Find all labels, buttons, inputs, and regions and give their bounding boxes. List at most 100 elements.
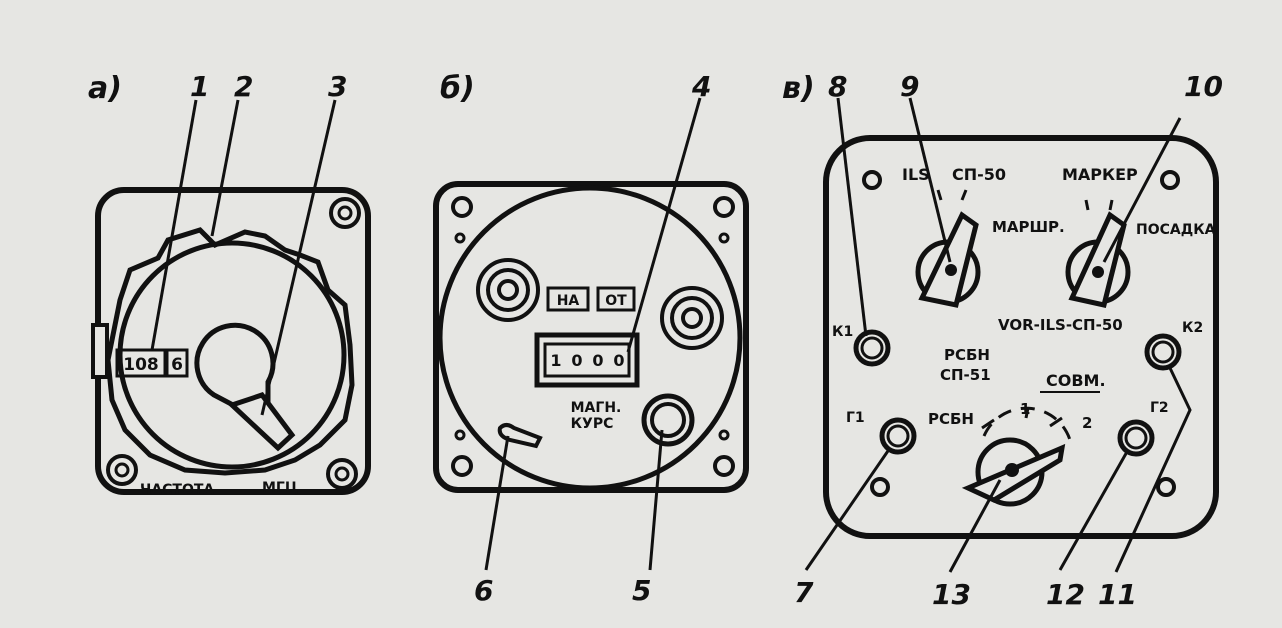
sp50-label: СП-50 xyxy=(952,165,1006,184)
warning-flag-pointer xyxy=(497,423,543,449)
screw-icon xyxy=(334,466,350,482)
rsbn-title-1: РСБН xyxy=(944,346,990,364)
to-flag-text: НА xyxy=(557,293,580,309)
screw-icon xyxy=(862,170,882,190)
leader-line xyxy=(648,429,664,571)
vor-label: VOR-ILS-СП-50 xyxy=(998,316,1123,334)
counter-digit: 0 xyxy=(571,351,582,370)
leader-line xyxy=(1102,117,1182,263)
g1-jack[interactable] xyxy=(886,424,910,448)
screw-icon xyxy=(870,477,890,497)
panel-b-letter: б) xyxy=(440,71,475,106)
mag-course-caption-2: КУРС xyxy=(571,416,614,432)
course-counter xyxy=(534,332,640,388)
screw-icon xyxy=(337,205,353,221)
panel-b: б) НА ОТ 1 0 0 0 МАГН. КУРС xyxy=(433,70,749,607)
g1-label: Г1 xyxy=(846,410,865,426)
leader-line xyxy=(1058,449,1130,571)
from-flag xyxy=(596,286,636,312)
leader-line xyxy=(908,97,952,263)
course-set-knob[interactable] xyxy=(641,393,695,447)
screw-icon xyxy=(329,197,361,229)
screw-icon xyxy=(713,455,735,477)
sovm-label: СОВМ. xyxy=(1046,371,1106,390)
mode-switch-pivot xyxy=(945,264,957,276)
frequency-dial xyxy=(117,240,347,470)
callout-10: 10 xyxy=(1184,70,1223,103)
leader-line xyxy=(150,99,198,351)
rsbn-selector-pivot xyxy=(1005,463,1019,477)
callout-7: 7 xyxy=(794,576,814,609)
k2-label: К2 xyxy=(1182,320,1203,336)
freq-digits: 108 xyxy=(123,355,159,375)
connector-left xyxy=(476,258,540,322)
screw-icon xyxy=(451,196,473,218)
tick-mark xyxy=(1084,199,1090,211)
leader-line xyxy=(836,97,868,337)
g2-label: Г2 xyxy=(1150,400,1169,416)
callout-4: 4 xyxy=(691,70,711,103)
tuning-knob-pointer xyxy=(227,392,296,452)
leader-line xyxy=(260,99,337,416)
connector-left xyxy=(486,268,530,312)
screw-icon xyxy=(106,454,138,486)
g1-jack[interactable] xyxy=(879,417,917,455)
panel-a: а) 108 6 ЧАСТОТА МГЦ 1 2 3 xyxy=(88,70,371,498)
screw-icon xyxy=(1160,170,1180,190)
leader-line xyxy=(210,99,240,237)
callout-1: 1 xyxy=(190,70,209,103)
callout-12: 12 xyxy=(1046,578,1085,611)
course-set-knob[interactable] xyxy=(650,402,686,438)
k2-jack[interactable] xyxy=(1151,340,1175,364)
rsbn-title-2: СП-51 xyxy=(940,366,991,384)
tick-mark xyxy=(1108,199,1114,211)
pos-rsbn-label: РСБН xyxy=(928,410,974,428)
freq-decimal: 6 xyxy=(171,355,183,375)
counter-digit: 0 xyxy=(613,351,624,370)
screw-icon xyxy=(451,455,473,477)
panel-c: в) ILS СП-50 МАРКЕР МАРШР. ПОСАДКА VOR-I… xyxy=(782,70,1223,611)
callout-13: 13 xyxy=(932,578,971,611)
freq-caption-left: ЧАСТОТА xyxy=(140,482,214,498)
course-counter-window xyxy=(543,342,631,378)
g2-jack[interactable] xyxy=(1124,426,1148,450)
tick-mark xyxy=(936,189,943,201)
marker-label: МАРКЕР xyxy=(1062,165,1138,184)
pos-2-label: 2 xyxy=(1082,414,1092,432)
tick-mark xyxy=(960,189,968,201)
freq-window-decimal xyxy=(165,348,189,378)
rivet-icon xyxy=(718,429,730,441)
g2-jack[interactable] xyxy=(1117,419,1155,457)
k1-label: К1 xyxy=(832,324,853,340)
k2-jack[interactable] xyxy=(1144,333,1182,371)
leader-line xyxy=(948,479,1002,573)
side-tab xyxy=(91,323,109,379)
rivet-icon xyxy=(454,429,466,441)
callout-11: 11 xyxy=(1098,578,1137,611)
marker-switch-pivot xyxy=(1092,266,1104,278)
screw-icon xyxy=(713,196,735,218)
counter-digits: 1 0 0 0 xyxy=(550,351,624,370)
freq-window-digits xyxy=(115,348,167,378)
k1-jack[interactable] xyxy=(860,336,884,360)
leader-line xyxy=(804,447,892,571)
frequency-knob-ring xyxy=(105,227,355,476)
k1-jack[interactable] xyxy=(853,329,891,367)
from-flag-text: ОТ xyxy=(605,293,627,309)
selector-arc xyxy=(982,406,1072,441)
course-indicator-dial xyxy=(437,185,743,491)
callout-3: 3 xyxy=(328,70,347,103)
rivet-icon xyxy=(454,232,466,244)
screw-icon xyxy=(1156,477,1176,497)
leader-line xyxy=(626,97,702,353)
marker-switch-lever[interactable] xyxy=(1068,211,1127,308)
callout-8: 8 xyxy=(828,70,847,103)
ils-label: ILS xyxy=(902,165,930,184)
connector-right xyxy=(681,307,703,329)
landing-label: ПОСАДКА xyxy=(1136,222,1216,238)
callout-6: 6 xyxy=(474,574,493,607)
counter-digit: 0 xyxy=(592,351,603,370)
mag-course-caption-1: МАГН. xyxy=(571,400,622,416)
panel-c-housing xyxy=(823,135,1219,539)
